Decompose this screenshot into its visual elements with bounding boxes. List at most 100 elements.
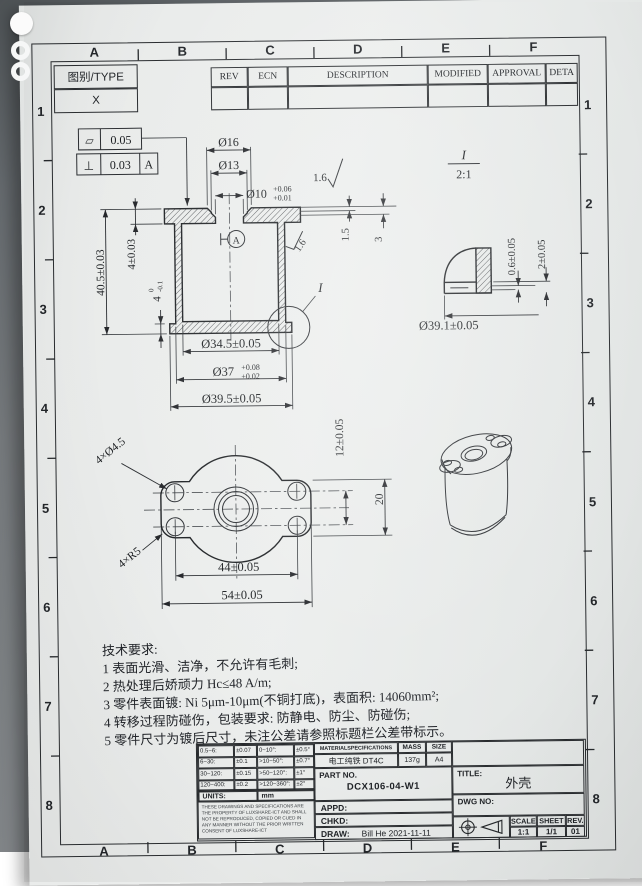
hole-sticker-ring [11, 41, 30, 60]
tol-cell: ±0.07 [234, 745, 257, 757]
dim-base-thickness: 4 [151, 296, 163, 302]
tol-cell: ±0.5° [294, 744, 315, 756]
dim-flange-thickness: 4±0.03 [126, 238, 138, 269]
dim-d391: Ø39.1±0.05 [419, 318, 479, 333]
dim-line-d391 [445, 315, 539, 316]
dwg-no-label: DWG NO: [458, 797, 495, 806]
title-cell: TITLE: 外壳 [452, 765, 584, 795]
hole-sticker-dot [10, 12, 33, 35]
dim-d10-tol-upper: +0.06 [273, 184, 292, 193]
dim-base-tol-lower: -0.1 [156, 280, 164, 292]
tol-cell: 30~120: [198, 768, 234, 780]
part-no-value: DCX106-04-W1 [315, 780, 451, 793]
dwg-no-cell: DWG NO: [453, 793, 585, 817]
iso-bore [460, 444, 489, 464]
scale-label: SCALE [510, 815, 537, 826]
gdt-flatness-value: 0.05 [110, 133, 131, 147]
dim-base-thickness-group: 4 0 -0.1 [147, 280, 164, 302]
dim-dia-outer: Ø39.5±0.05 [202, 391, 262, 406]
detail-lip-lines [444, 281, 550, 319]
iso-hole [486, 435, 495, 442]
dim-d10: Ø10 [246, 187, 267, 201]
tol-cell: ±0.15 [234, 768, 257, 780]
holes-leader [121, 463, 166, 490]
tolerance-table: 0.5~6: ±0.07 0~10°: ±0.5° 6~30: ±0.1 >10… [197, 743, 315, 790]
detail-wall-section [476, 248, 492, 293]
gdt-leader [141, 138, 186, 139]
hole-sticker-ring [11, 62, 30, 81]
iso-body-side [445, 468, 450, 525]
dim-dia-mid-tol-lower: +0.02 [241, 372, 260, 381]
iso-body-side [505, 459, 508, 515]
tech-requirements: 技术要求: 1 表面光滑、洁净，不允许有毛刺; 2 热处理后娇顽力 Hc≤48 … [102, 630, 555, 750]
dim-lip-thickness: 0.6±0.05 [507, 238, 518, 275]
dim-d10-tol-lower: +0.01 [273, 193, 292, 202]
section-view: Ø16 Ø13 Ø10 +0.06 +0.01 1.6 1.6 A 40.5±0… [93, 133, 398, 412]
detail-scale: 2:1 [456, 167, 472, 181]
dim-d13: Ø13 [218, 158, 239, 172]
tol-cell: 6~30: [198, 757, 234, 769]
rev-value: 01 [566, 825, 585, 837]
tol-cell: >50~120°: [257, 767, 294, 779]
rev-label: REV. [566, 815, 585, 826]
dim-roughness-top: 1.6 [313, 172, 327, 184]
iso-body-bottom [450, 515, 506, 532]
datum-feature-a: A [221, 230, 245, 247]
dim-hole-span-h: 44±0.05 [218, 560, 259, 575]
roughness-check-icon [328, 159, 343, 187]
chkd-label: CHKD: [316, 815, 349, 825]
roughness-bore-mark: 1.6 [286, 231, 309, 254]
dim-line-d345 [183, 351, 279, 352]
third-angle-projection-icon [455, 817, 507, 838]
dim-rim-step-1: 1.5 [341, 228, 352, 241]
detail-view: I 2:1 0.6±0.05 2±0.05 Ø39.1±0.05 [417, 146, 551, 333]
iso-hole [497, 441, 506, 448]
detail-corner-arc [444, 248, 476, 282]
dim-rim-step-2: 3 [374, 237, 385, 242]
drawing-sheet: A B C D E F A B C D E F 1 2 3 4 5 6 7 8 … [0, 0, 642, 856]
tol-cell: 0.5~6: [198, 745, 234, 757]
scale-value: 1:1 [510, 826, 537, 838]
part-no-label: PART NO. [319, 771, 357, 780]
dim-line-tab-height [385, 479, 386, 535]
dim-dia-inner: Ø34.5±0.05 [201, 336, 261, 351]
dim-height-total: 40.5±0.03 [95, 249, 108, 296]
dim-step-height: 2±0.05 [537, 240, 548, 270]
dim-dia-mid: Ø37 [212, 365, 234, 379]
tol-cell: ±1° [294, 767, 315, 779]
dim-base-tol-upper: 0 [147, 288, 155, 292]
dim-holes-note: 4×Ø4.5 [93, 435, 128, 466]
dim-line-d37 [176, 378, 286, 379]
draw-value: Bill He 2021-11-11 [350, 827, 431, 838]
gdt-perp-datum: A [144, 158, 153, 172]
gdt-frames: ▱ 0.05 ⊥ 0.03 A [76, 128, 187, 207]
mass-value: 137g [398, 753, 426, 767]
datum-tick [221, 233, 228, 245]
dim-roughness-bore: 1.6 [293, 238, 309, 255]
part-no-cell: PART NO. DCX106-04-W1 [314, 766, 452, 801]
tol-cell: 0~10°: [257, 744, 294, 756]
desk-background: A B C D E F A B C D E F 1 2 3 4 5 6 7 8 … [0, 0, 642, 852]
fillet-leader [142, 534, 162, 550]
sheet-label: SHEET [537, 815, 566, 826]
draw-label: DRAW: [316, 828, 350, 838]
tol-cell: ±0.1 [234, 756, 257, 768]
title-value: 外壳 [453, 772, 583, 793]
gdt-flatness-symbol-icon: ▱ [85, 134, 94, 147]
tol-cell: >10~50°: [257, 756, 294, 768]
dim-fillet-note: 4×R5 [116, 545, 144, 571]
material-value: 电工纯铁 DT4C [314, 753, 398, 768]
datum-letter: A [233, 235, 241, 246]
gdt-leader-arrow [186, 138, 187, 206]
dim-overall-width: 54±0.05 [221, 588, 262, 603]
detail-label: I [460, 147, 466, 162]
dim-d16: Ø16 [218, 135, 239, 149]
detail-ref-leader [302, 296, 315, 312]
title-block-empty-cell [452, 740, 584, 767]
isometric-view [437, 427, 517, 536]
tol-cell: ±0.7° [294, 756, 315, 768]
plan-view: 4×Ø4.5 4×R5 44±0.05 54±0.05 12±0.05 20 [93, 418, 394, 610]
dim-line-overall-width [162, 602, 312, 604]
gdt-perp-value: 0.03 [110, 158, 131, 172]
scale-sheet-rev-table: SCALE SHEET REV. 1:1 1/1 01 [510, 815, 585, 838]
